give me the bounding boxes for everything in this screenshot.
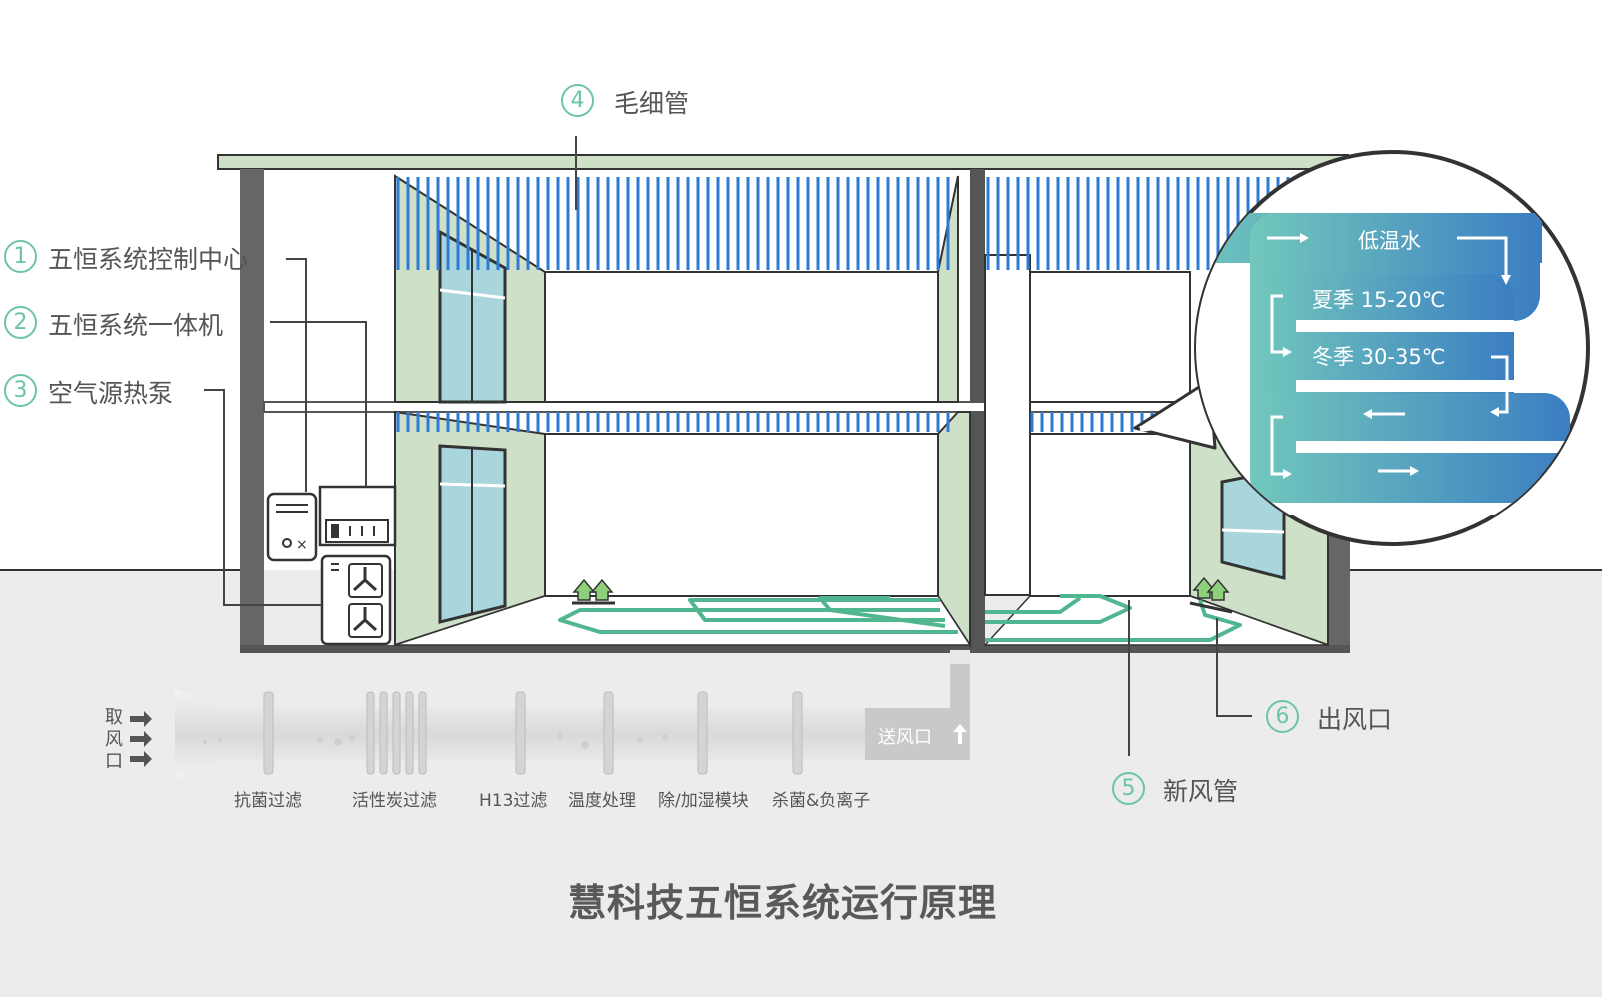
callout-number-6: 6 bbox=[1266, 700, 1299, 733]
filter-label: 活性炭过滤 bbox=[352, 791, 437, 811]
callout-label-integrated-unit: 五恒系统一体机 bbox=[48, 311, 224, 340]
supply-outlet-label: 送风口 bbox=[878, 727, 932, 748]
magnifier-bubble bbox=[1133, 150, 1590, 546]
callout-label-capillary: 毛细管 bbox=[614, 89, 690, 118]
integrated-unit bbox=[318, 485, 397, 547]
svg-text:×: × bbox=[296, 537, 308, 553]
intake-char: 取 bbox=[105, 707, 123, 728]
room-back-wall bbox=[544, 271, 939, 403]
fan-icon bbox=[320, 554, 392, 646]
leader-lines bbox=[204, 136, 1252, 756]
intake-char: 口 bbox=[105, 751, 123, 772]
callout-number-2: 2 bbox=[4, 306, 37, 339]
filter-label: 抗菌过滤 bbox=[234, 791, 302, 811]
filter-label: 温度处理 bbox=[568, 791, 636, 811]
floor-ducts bbox=[558, 594, 1242, 642]
room-back-wall bbox=[544, 433, 939, 597]
callout-label-control-center: 五恒系统控制中心 bbox=[48, 245, 249, 274]
callout-label-heat-pump: 空气源热泵 bbox=[48, 379, 174, 408]
bubble-title: 低温水 bbox=[1358, 229, 1421, 253]
intake-label: 取 风 口 bbox=[103, 707, 125, 773]
filter-label: 杀菌&负离子 bbox=[772, 791, 871, 811]
callout-label-fresh-air-duct: 新风管 bbox=[1163, 777, 1239, 806]
callout-number-5: 5 bbox=[1112, 772, 1145, 805]
callout-number-3: 3 bbox=[4, 374, 37, 407]
diagram-title: 慧科技五恒系统运行原理 bbox=[568, 881, 998, 925]
room-back-wall bbox=[1029, 433, 1191, 597]
fresh-air-duct bbox=[175, 650, 970, 780]
bubble-summer-temp: 夏季 15-20℃ bbox=[1312, 288, 1446, 312]
callout-number-4: 4 bbox=[561, 84, 594, 117]
windows bbox=[438, 229, 1286, 624]
arrow-right-icon bbox=[130, 711, 152, 767]
bubble-winter-temp: 冬季 30-35℃ bbox=[1312, 345, 1446, 369]
room-back-wall bbox=[1029, 271, 1191, 403]
intake-char: 风 bbox=[105, 729, 123, 750]
control-panel-icon: × bbox=[266, 492, 318, 562]
arrow-up-icon bbox=[572, 576, 1233, 614]
filter-label: H13过滤 bbox=[479, 791, 548, 811]
callout-label-air-outlet: 出风口 bbox=[1317, 705, 1393, 734]
callout-number-1: 1 bbox=[4, 240, 37, 273]
filter-label: 除/加湿模块 bbox=[658, 791, 749, 811]
